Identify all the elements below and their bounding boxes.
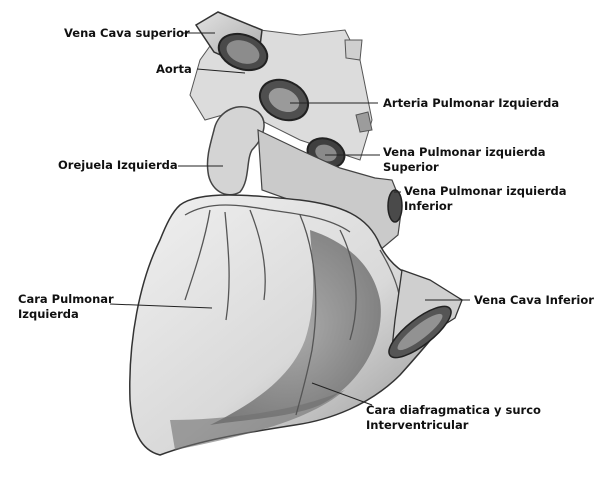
label-cara-diafragmatica: Cara diafragmatica y surco Interventricu… — [366, 403, 541, 433]
leader-cara-diafragmatica — [311, 382, 373, 406]
label-vena-pulmonar-inferior-line1: Vena Pulmonar izquierda — [404, 184, 567, 198]
leader-aorta — [196, 68, 246, 74]
label-vena-pulmonar-superior-line2: Superior — [383, 160, 439, 174]
vena-pulmonar-inferior-opening — [387, 189, 403, 223]
label-arteria-pulmonar-izquierda: Arteria Pulmonar Izquierda — [383, 96, 560, 110]
label-vena-pulmonar-inferior: Vena Pulmonar izquierda Inferior — [404, 184, 567, 214]
label-cara-diafragmatica-line1: Cara diafragmatica y surco — [366, 403, 541, 417]
label-cara-pulmonar-line2: Izquierda — [18, 307, 79, 321]
label-vena-pulmonar-superior: Vena Pulmonar izquierda Superior — [383, 145, 546, 175]
label-aorta: Aorta — [156, 62, 192, 76]
label-vena-cava-superior: Vena Cava superior — [64, 26, 190, 40]
label-cara-pulmonar: Cara Pulmonar Izquierda — [18, 292, 114, 322]
label-orejuela-izquierda: Orejuela Izquierda — [58, 158, 178, 172]
label-cara-diafragmatica-line2: Interventricular — [366, 418, 469, 432]
label-vena-cava-inferior: Vena Cava Inferior — [474, 293, 594, 307]
diaphragmatic-surface-shadow — [210, 230, 381, 425]
label-cara-pulmonar-line1: Cara Pulmonar — [18, 292, 114, 306]
leader-cara-pulmonar — [109, 303, 213, 309]
label-vena-pulmonar-inferior-line2: Inferior — [404, 199, 453, 213]
orejuela-izquierda-shape — [206, 106, 265, 196]
ventricle-body — [129, 194, 464, 456]
leader-lines — [109, 32, 470, 406]
coronary-vessels — [184, 204, 402, 416]
label-vena-pulmonar-superior-line1: Vena Pulmonar izquierda — [383, 145, 546, 159]
